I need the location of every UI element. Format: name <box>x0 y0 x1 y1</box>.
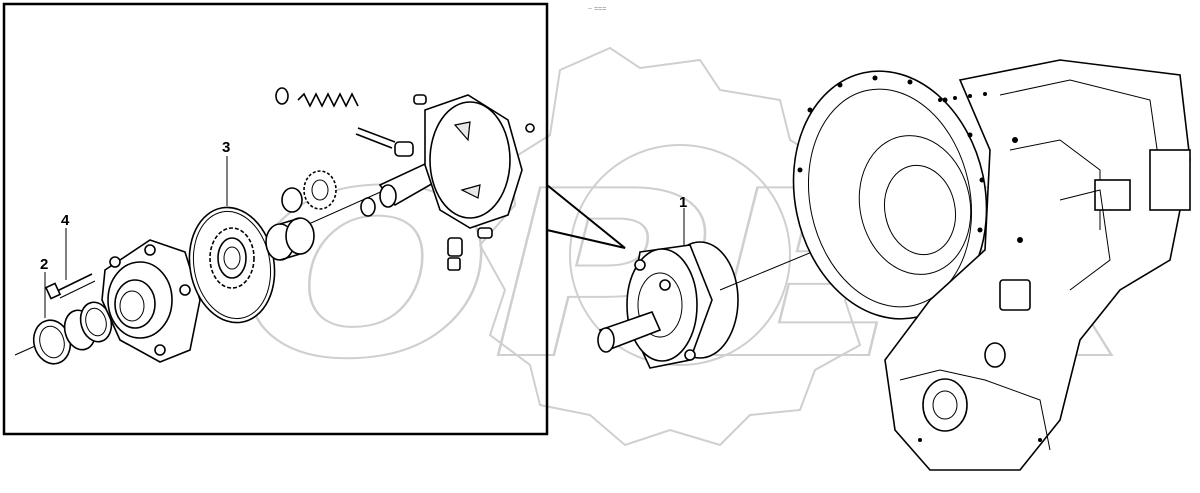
callout-1: 1 <box>679 194 687 245</box>
inner-gear <box>209 227 255 289</box>
exploded-view <box>14 87 535 365</box>
relief-valve-parts <box>447 227 493 271</box>
pump-cover <box>101 239 201 363</box>
bushing <box>63 301 113 351</box>
drive-gear <box>281 170 337 213</box>
callout-4-label: 4 <box>61 212 70 229</box>
pump-housing <box>424 94 535 229</box>
callout-1-label: 1 <box>679 194 687 211</box>
transmission-housing <box>792 59 1191 471</box>
bolt <box>44 273 96 300</box>
top-mark: ~ === <box>588 6 606 13</box>
callout-3: 3 <box>222 139 230 206</box>
o-ring-inner <box>192 210 272 320</box>
callout-2: 2 <box>40 256 48 318</box>
sleeve <box>265 217 315 261</box>
detail-frame <box>2 2 549 436</box>
spring-assembly <box>275 87 427 157</box>
snap-ring <box>360 197 376 217</box>
callout-4: 4 <box>61 212 70 280</box>
gear-watermark-icon <box>478 46 872 447</box>
callout-2-label: 2 <box>40 256 48 273</box>
callout-3-label: 3 <box>222 139 230 156</box>
seal-ring <box>32 319 72 365</box>
detail-pointer <box>546 184 626 249</box>
